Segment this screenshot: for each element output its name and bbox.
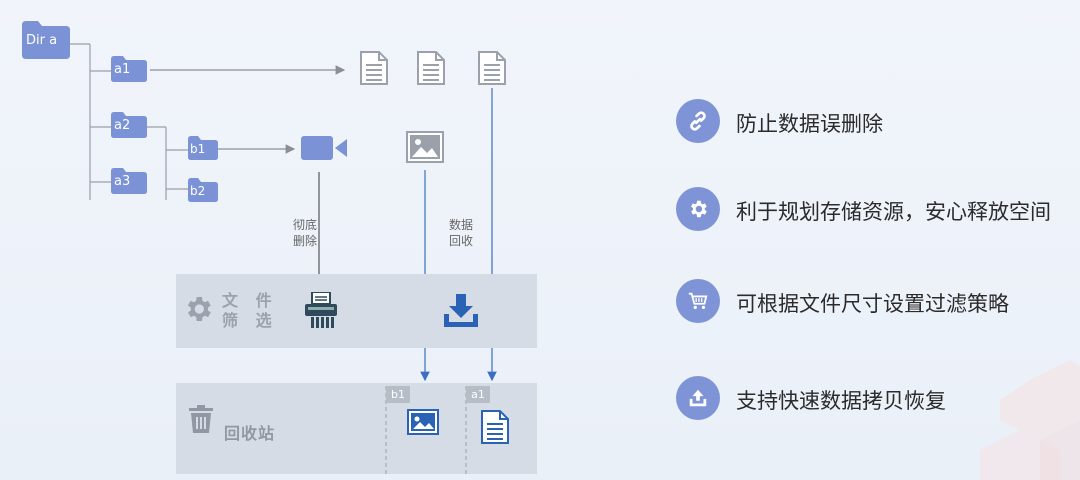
feature-circle [676,279,720,323]
folder-icon [111,112,147,138]
image-icon [407,409,439,435]
folder-a3-label: a3 [114,174,131,189]
slot-tag-a1: a1 [466,386,490,403]
folder-icon [22,21,70,59]
folder-b2-label: b2 [190,184,206,198]
upload-icon [689,389,707,407]
feature-circle [676,99,720,143]
document-icon [481,410,509,444]
document-icon [360,51,388,85]
recycle-bin-title: 回收站 [224,424,276,443]
download-icon [444,294,478,327]
filter-title-line2: 筛 选 [222,311,278,330]
folder-root-label: Dir a [26,33,58,48]
cart-icon [688,292,708,310]
link-icon [690,111,706,131]
feature-text: 可根据文件尺寸设置过滤策略 [736,292,1009,316]
slot-tag-b1: b1 [386,386,410,403]
folder-icon [111,168,147,194]
delete-label-line1: 彻底 [292,218,317,232]
shredder-icon [305,292,337,328]
delete-label-line2: 删除 [292,234,317,248]
feature-text: 防止数据误删除 [736,112,883,136]
feature-circle [676,376,720,420]
folder-icon [111,56,147,82]
gear-icon [187,297,211,321]
image-icon [406,131,444,163]
delete-label: 彻底 删除 [290,217,320,249]
document-icon [417,51,445,85]
folder-icon [188,178,218,202]
folder-a1-label: a1 [114,62,131,77]
video-icon [301,136,347,160]
folder-b1-label: b1 [190,142,206,156]
folder-icon [188,136,218,160]
feature-text: 利于规划存储资源，安心释放空间 [736,200,1051,224]
recycle-label-line2: 回收 [448,234,473,248]
filter-panel [176,274,537,348]
feature-text: 支持快速数据拷贝恢复 [736,389,946,413]
trash-icon [189,405,213,433]
recycle-label-line1: 数据 [448,218,473,232]
gear-icon [691,200,707,218]
recycle-label: 数据 回收 [446,217,476,249]
filter-panel-title: 文 件 筛 选 [222,291,278,331]
background-cubes [980,360,1080,480]
filter-title-line1: 文 件 [222,291,278,310]
document-icon [478,51,506,85]
feature-circle [676,187,720,231]
folder-a2-label: a2 [114,118,131,133]
